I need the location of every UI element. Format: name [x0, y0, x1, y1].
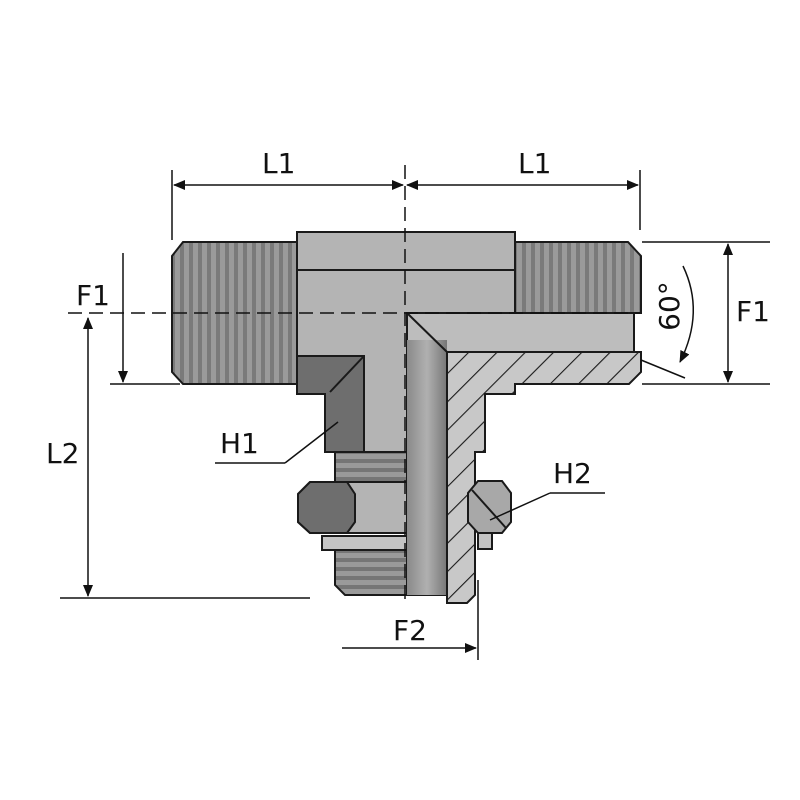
o-ring [467, 480, 512, 534]
f1-right-label: F1 [736, 295, 770, 328]
f2-label: F2 [393, 614, 427, 647]
stem-lower-thread [334, 549, 408, 596]
angle-arrow [679, 265, 695, 363]
stem-upper-thread [334, 451, 408, 483]
h1-label: H1 [220, 427, 259, 460]
l1-right-label: L1 [518, 147, 552, 180]
hatched-wall [446, 351, 642, 604]
h2-leader [489, 492, 551, 521]
l1-left-label: L1 [262, 147, 296, 180]
f1-left-label: F1 [76, 279, 110, 312]
l2-label: L2 [46, 437, 80, 470]
h1-leader [284, 421, 339, 464]
h2-label: H2 [553, 457, 592, 490]
washer [321, 535, 408, 551]
right-thread [514, 241, 642, 314]
body-hex-face [296, 355, 365, 453]
angle-label: 60° [652, 281, 686, 331]
